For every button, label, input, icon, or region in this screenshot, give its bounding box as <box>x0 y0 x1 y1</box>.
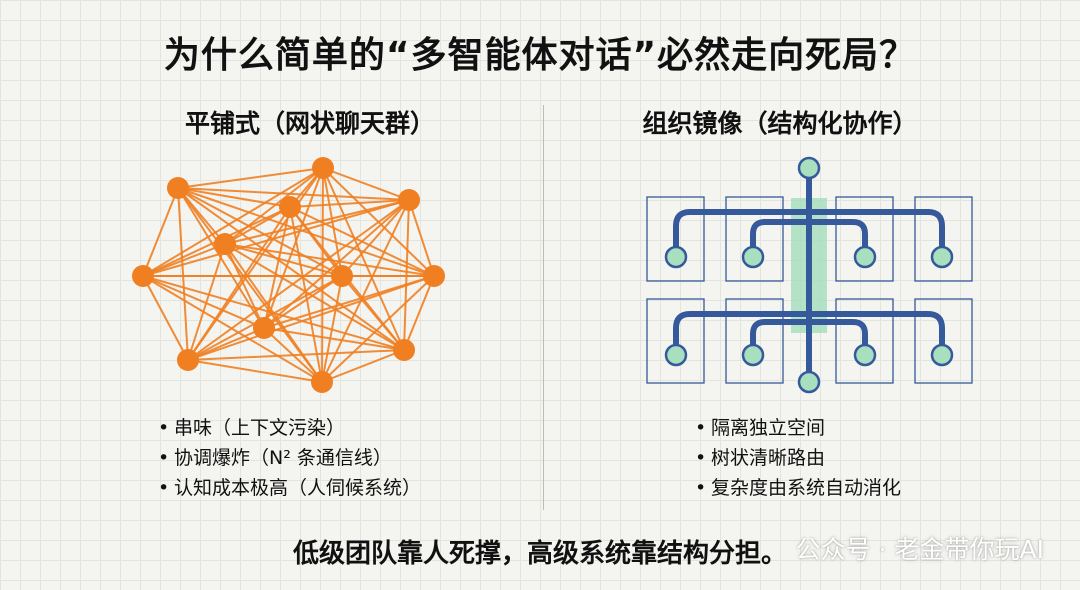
tree-node <box>664 245 688 269</box>
tree-subtitle: 组织镜像（结构化协作） <box>642 109 918 138</box>
mesh-link <box>408 199 435 277</box>
mesh-link <box>177 187 343 277</box>
mesh-link <box>403 275 435 351</box>
mesh-link <box>321 349 405 383</box>
agent-container-box <box>646 196 705 282</box>
mesh-link <box>289 206 343 277</box>
mesh-link <box>142 167 324 277</box>
mesh-link <box>321 275 343 383</box>
mesh-node <box>312 157 334 179</box>
mesh-link <box>187 349 405 361</box>
mesh-link <box>224 243 405 351</box>
bullet-item: 树状清晰路由 <box>695 443 901 473</box>
mesh-node <box>177 349 199 371</box>
mesh-link <box>321 199 410 383</box>
mesh-link <box>322 167 410 201</box>
mesh-link <box>142 187 179 277</box>
mesh-link <box>177 187 291 208</box>
mesh-network-diagram <box>132 157 445 393</box>
mesh-link <box>224 243 265 329</box>
tree-benefit-list: 隔离独立空间 树状清晰路由 复杂度由系统自动消化 <box>695 413 901 503</box>
branch-line <box>750 319 812 358</box>
tree-node <box>797 370 821 394</box>
mesh-link <box>177 187 410 201</box>
tree-node <box>741 245 765 269</box>
branch-line <box>673 311 945 358</box>
tree-node <box>741 343 765 367</box>
mesh-node <box>423 265 445 287</box>
mesh-link <box>341 275 405 351</box>
mesh-link <box>177 187 323 383</box>
branch-line <box>750 219 812 260</box>
mesh-link <box>142 275 265 329</box>
mesh-subtitle: 平铺式（网状聊天群） <box>184 109 435 138</box>
mesh-link <box>177 187 435 277</box>
mesh-link <box>177 187 265 329</box>
bullet-item: 认知成本极高（人伺候系统） <box>158 473 421 503</box>
agent-container-box <box>725 196 784 282</box>
agent-container-box <box>914 298 973 384</box>
mesh-link <box>321 275 435 383</box>
mesh-node <box>311 371 333 393</box>
mesh-link <box>322 167 405 351</box>
mesh-link <box>224 199 410 245</box>
branch-line <box>806 319 868 358</box>
agent-container-box <box>835 298 894 384</box>
mesh-node <box>253 317 275 339</box>
tree-node <box>853 245 877 269</box>
mesh-link <box>177 187 189 361</box>
agent-container-box <box>835 196 894 282</box>
mesh-node <box>398 189 420 211</box>
mesh-problem-list: 串味（上下文污染） 协调爆炸（N² 条通信线） 认知成本极高（人伺候系统） <box>158 413 421 503</box>
mesh-link <box>187 327 265 361</box>
bullet-item: 串味（上下文污染） <box>158 413 421 443</box>
mesh-link <box>177 187 226 245</box>
watermark: 公众号 · 老金带你玩AI <box>795 535 1044 564</box>
mesh-link <box>224 167 324 245</box>
mesh-link <box>177 187 405 351</box>
mesh-node <box>167 177 189 199</box>
branch-line <box>806 219 868 260</box>
mesh-link <box>187 243 226 361</box>
bullet-item: 协调爆炸（N² 条通信线） <box>158 443 421 473</box>
mesh-node <box>331 265 353 287</box>
page-title: 为什么简单的“多智能体对话”必然走向死局？ <box>163 35 917 76</box>
bullet-item: 复杂度由系统自动消化 <box>695 473 901 503</box>
footer-slogan: 低级团队靠人死撑，高级系统靠结构分担。 <box>292 539 787 569</box>
bullet-item: 隔离独立空间 <box>695 413 901 443</box>
center-divider <box>543 105 544 510</box>
tree-structure-diagram <box>646 156 973 394</box>
tree-node <box>664 343 688 367</box>
tree-node <box>930 245 954 269</box>
mesh-link <box>263 327 323 383</box>
agent-container-box <box>914 196 973 282</box>
mesh-link <box>177 167 324 189</box>
mesh-link <box>187 199 410 361</box>
mesh-link <box>142 275 323 383</box>
mesh-link <box>224 243 343 277</box>
mesh-link <box>224 206 291 245</box>
agent-container-box <box>725 298 784 384</box>
mesh-link <box>187 359 323 383</box>
mesh-link <box>142 199 410 277</box>
mesh-link <box>263 206 291 329</box>
mesh-node <box>393 339 415 361</box>
tree-node <box>853 343 877 367</box>
branch-line <box>673 209 945 260</box>
tree-node <box>797 156 821 180</box>
mesh-link <box>289 199 410 208</box>
mesh-node <box>214 233 236 255</box>
agent-container-box <box>646 298 705 384</box>
mesh-link <box>263 275 343 329</box>
mesh-node <box>132 265 154 287</box>
mesh-link <box>289 206 435 277</box>
mesh-node <box>279 196 301 218</box>
mesh-link <box>142 275 189 361</box>
mesh-link <box>187 206 291 361</box>
mesh-link <box>142 243 226 277</box>
tree-node <box>930 343 954 367</box>
